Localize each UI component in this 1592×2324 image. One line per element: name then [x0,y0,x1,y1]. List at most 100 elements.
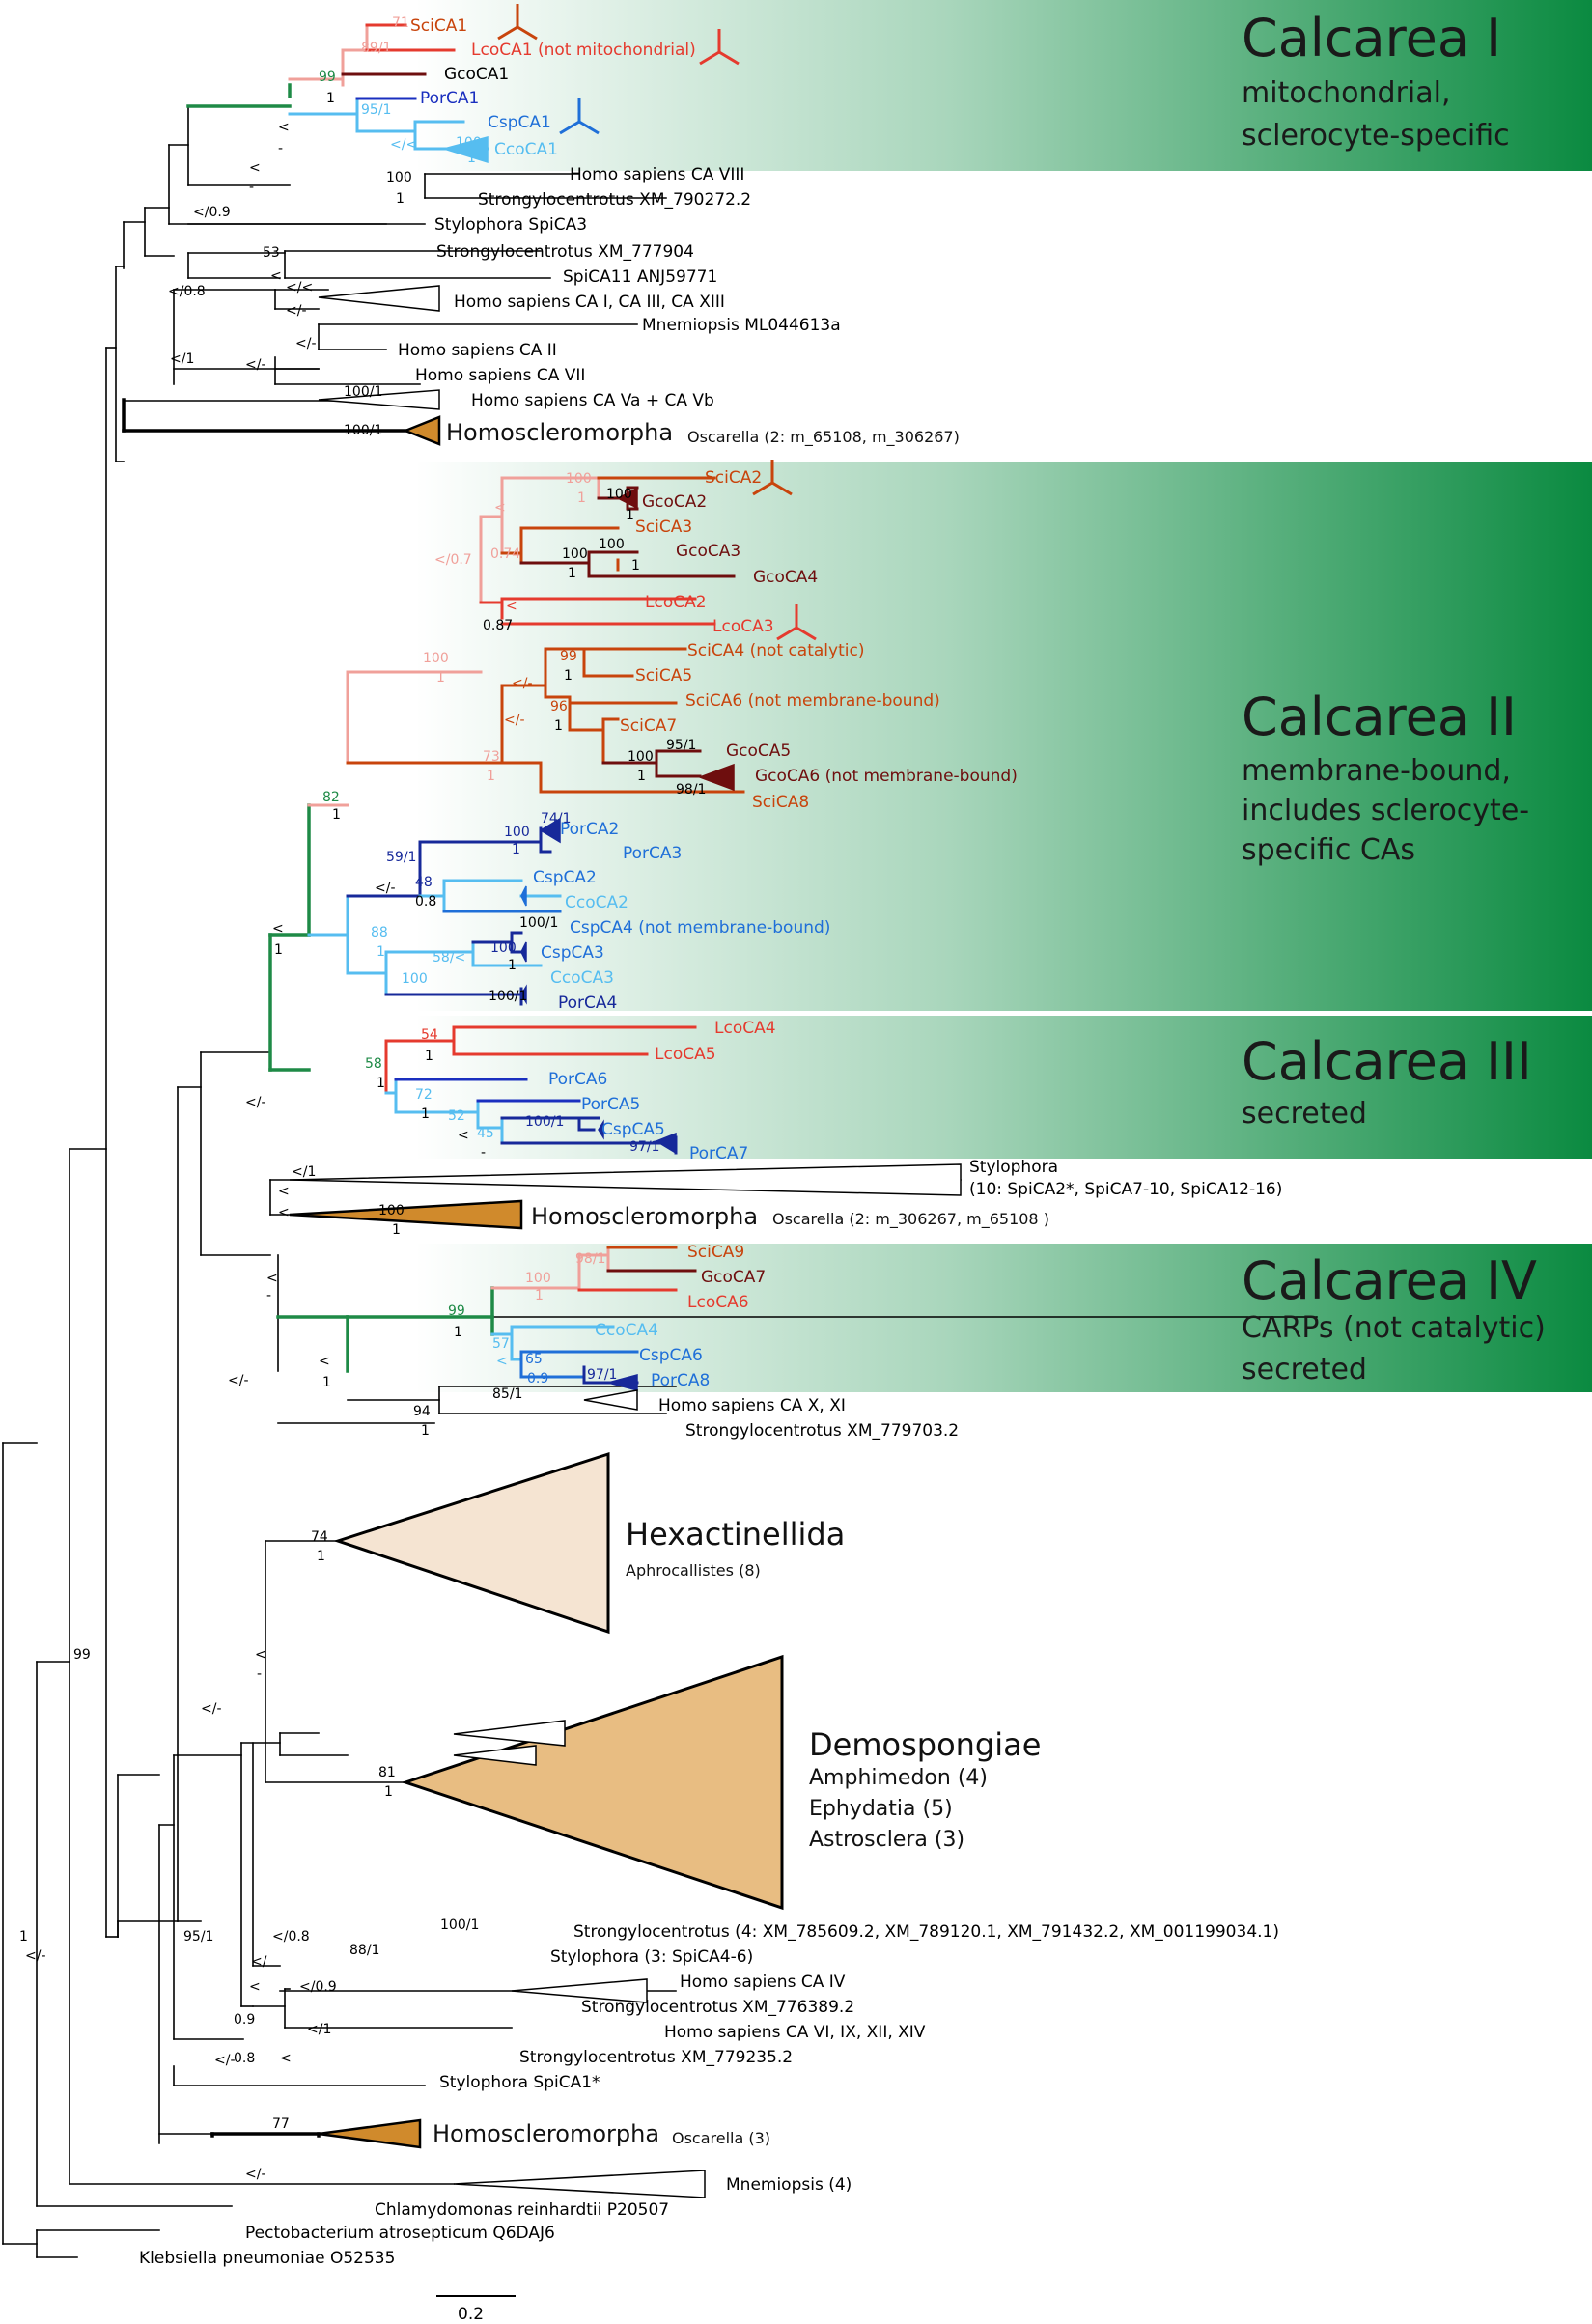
support-value: 1 [577,490,586,506]
support-value: </ [251,1954,267,1970]
support-value: 81 [378,1765,396,1780]
leaf-label: SciCA9 [687,1243,744,1262]
support-value: < [272,921,284,937]
support-value: < [278,120,290,135]
collapsed-clade-triangle [318,285,440,312]
support-value: 1 [535,1288,544,1303]
support-value: 1 [637,769,646,784]
band-4 [415,1244,1592,1392]
leaf-label: Stylophora SpiCA1* [439,2073,600,2092]
leaf-label: CspCA5 [601,1120,665,1139]
support-value: < [278,1205,290,1220]
collapsed-clade-triangle [289,1199,523,1230]
support-value: 1 [467,151,476,166]
support-value: 0.87 [483,618,513,633]
band-description: membrane-bound, [1242,754,1511,788]
support-value: </0.8 [168,284,206,299]
support-value: 0.8 [234,2051,255,2066]
support-value: 94 [413,1404,431,1419]
leaf-label: LcoCA5 [655,1045,716,1064]
leaf-label: CspCA2 [533,868,597,887]
support-value: 72 [415,1087,433,1103]
band-description: mitochondrial, [1242,76,1451,110]
support-value: 100/1 [344,384,382,400]
leaf-label: Homo sapiens CA VI, IX, XII, XIV [664,2023,926,2042]
support-value: 97/1 [629,1139,659,1155]
leaf-label: LcoCA4 [714,1019,776,1038]
leaf-label: Homo sapiens CA II [398,341,557,360]
support-value: 95/1 [666,738,696,753]
support-value: 1 [274,942,283,958]
leaf-label: GcoCA2 [642,492,707,512]
support-value: - [481,1145,486,1161]
support-value: 1 [436,670,445,686]
support-value: < [506,599,517,614]
support-value: </- [504,713,525,728]
support-value: </0.9 [299,1979,337,1995]
collapsed-clade-triangle [402,415,441,446]
support-value: </- [295,336,317,351]
leaf-label: GcoCA1 [444,65,509,84]
leaf-label: CcoCA4 [595,1321,658,1340]
support-value: - [257,1666,262,1682]
leaf-label: SciCA7 [620,716,677,736]
band-title: Calcarea II [1242,686,1517,747]
leaf-label: CcoCA1 [494,140,558,159]
support-value: 88 [371,925,388,940]
support-value: 100/1 [344,423,382,438]
support-value: </0.9 [193,205,231,220]
collapsed-clade-triangle [583,1389,638,1411]
support-value: 1 [377,1076,385,1091]
support-value: 1 [454,1325,462,1340]
support-value: 100/1 [489,989,527,1004]
clade-name: Homoscleromorpha [446,419,673,446]
support-value: </< [390,137,417,153]
clade-subtitle: Oscarella (3) [672,2129,770,2147]
support-value: 57 [492,1336,510,1352]
leaf-label: Homo sapiens CA X, XI [658,1396,846,1415]
collapsed-clade-triangle [520,941,527,963]
support-value: 1 [554,718,563,734]
support-value: </1 [307,2022,331,2037]
support-value: </- [201,1701,222,1717]
support-value: 1 [564,668,573,684]
support-value: 71 [392,15,409,31]
band-description: CARPs (not catalytic) [1242,1311,1546,1345]
sclerocyte-marker-icon [497,4,538,41]
support-value: 0.9 [527,1371,548,1386]
support-value: 100 [628,749,654,765]
support-value: </0.8 [272,1929,310,1945]
clade-name: Homoscleromorpha [433,2120,659,2147]
support-value: 88/1 [349,1943,379,1958]
support-value: 48 [415,875,433,890]
collapsed-clade-triangle [318,2118,422,2149]
leaf-label: Pectobacterium atrosepticum Q6DAJ6 [245,2224,555,2243]
support-value: 77 [272,2116,290,2132]
support-value: - [278,141,283,156]
clade-subtitle: Aphrocallistes (8) [626,1561,761,1580]
leaf-label: GcoCA3 [676,542,740,561]
leaf-label: GcoCA7 [701,1268,766,1287]
leaf-label: Strongylocentrotus XM_777904 [436,242,694,262]
collapsed-clade-triangle [520,885,527,907]
clade-subtitle: Ephydatia (5) [809,1797,953,1821]
support-value: < [494,500,506,516]
collapsed-clades [289,4,962,2198]
support-value: 100 [504,825,530,840]
clade-subtitle: Astrosclera (3) [809,1828,964,1852]
leaf-label: SpiCA11 ANJ59771 [563,267,717,287]
leaf-label: PorCA5 [581,1095,640,1114]
support-value: < [266,1271,278,1286]
leaf-label: Stylophora (3: SpiCA4-6) [550,1947,753,1967]
tree-branches [2,23,1318,2297]
support-value: 100 [378,1203,405,1218]
leaf-label: Strongylocentrotus XM_779703.2 [685,1421,959,1441]
support-value: </- [512,676,533,691]
band-description: secreted [1242,1097,1367,1131]
support-value: 100/1 [519,915,558,931]
support-value: 1 [332,807,341,823]
leaf-label: GcoCA6 (not membrane-bound) [755,767,1018,786]
support-value: 54 [421,1027,438,1043]
support-value: 1 [19,1929,28,1945]
support-value: 1 [626,508,634,523]
